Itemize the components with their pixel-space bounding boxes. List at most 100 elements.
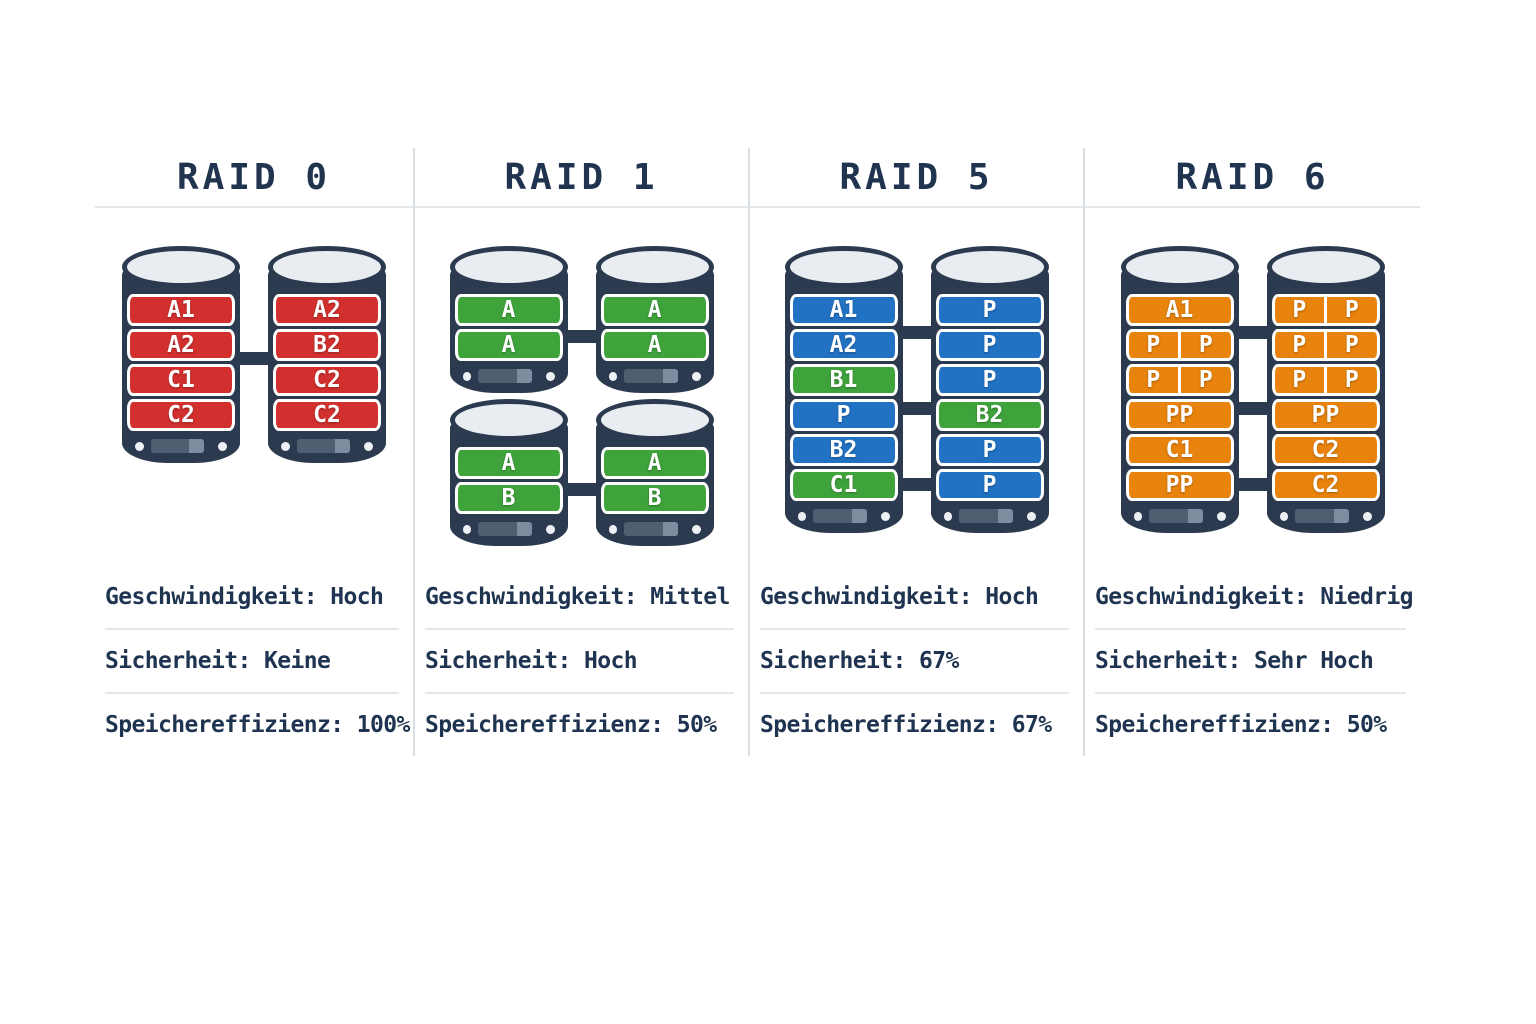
data-block: P bbox=[935, 294, 1044, 326]
base-screw-right bbox=[1026, 511, 1036, 521]
data-block: C1 bbox=[127, 364, 235, 396]
disk-base bbox=[603, 365, 707, 387]
disk-top-ellipse bbox=[784, 246, 903, 288]
data-block-label: PP bbox=[1165, 402, 1194, 428]
data-block-label: C2 bbox=[313, 402, 341, 428]
data-block-label: A bbox=[501, 297, 516, 323]
disk-base bbox=[1128, 505, 1232, 527]
data-block: A2 bbox=[127, 329, 235, 361]
base-slot bbox=[624, 522, 678, 536]
data-block-label: PP bbox=[1311, 402, 1340, 428]
base-slot bbox=[1149, 509, 1203, 523]
data-block-label: P bbox=[1324, 297, 1377, 323]
data-block-label: PP bbox=[1165, 472, 1194, 498]
stat-speed: Geschwindigkeit: Niedrig bbox=[1095, 566, 1414, 630]
data-block-label: A bbox=[501, 450, 516, 476]
data-block-label: B bbox=[501, 485, 516, 511]
data-block-label: P bbox=[982, 437, 997, 463]
data-block: C2 bbox=[273, 399, 381, 431]
base-screw-left bbox=[608, 371, 618, 381]
stats-raid1: Geschwindigkeit: Mittel Sicherheit: Hoch… bbox=[415, 566, 748, 756]
data-block-label: P bbox=[1146, 367, 1161, 393]
base-screw-left bbox=[1279, 511, 1289, 521]
data-block: PP bbox=[1125, 399, 1234, 431]
data-block: P bbox=[935, 364, 1044, 396]
base-screw-left bbox=[462, 371, 472, 381]
data-block-label: A bbox=[501, 332, 516, 358]
disk-top-ellipse bbox=[930, 246, 1049, 288]
data-block: A bbox=[600, 294, 709, 326]
data-block-label: A2 bbox=[829, 332, 858, 358]
base-slot bbox=[624, 369, 678, 383]
data-block-label: P bbox=[1178, 367, 1231, 393]
disk-base bbox=[275, 435, 379, 457]
data-block-label: P bbox=[836, 402, 851, 428]
data-block: B2 bbox=[789, 434, 898, 466]
base-screw-right bbox=[218, 441, 228, 451]
disk-top-ellipse bbox=[1266, 246, 1385, 288]
stats-raid6: Geschwindigkeit: Niedrig Sicherheit: Seh… bbox=[1085, 566, 1420, 756]
base-screw-right bbox=[545, 371, 555, 381]
data-block-label: P bbox=[1324, 332, 1377, 358]
disk-base bbox=[1274, 505, 1378, 527]
data-block: B2 bbox=[273, 329, 381, 361]
data-block: A1 bbox=[789, 294, 898, 326]
base-screw-left bbox=[797, 511, 807, 521]
disk-base bbox=[129, 435, 233, 457]
data-block-label: A1 bbox=[829, 297, 858, 323]
base-slot bbox=[296, 439, 351, 453]
data-block-label: C2 bbox=[167, 402, 195, 428]
data-block: P bbox=[935, 329, 1044, 361]
data-block-label: C1 bbox=[829, 472, 858, 498]
data-block: A1 bbox=[1125, 294, 1234, 326]
data-block-label: C1 bbox=[1165, 437, 1194, 463]
disk-top-ellipse bbox=[122, 246, 240, 288]
data-block: C2 bbox=[1271, 469, 1380, 501]
base-screw-left bbox=[1133, 511, 1143, 521]
data-block-label: B1 bbox=[829, 367, 858, 393]
disk-base bbox=[938, 505, 1042, 527]
disk-base bbox=[792, 505, 896, 527]
data-block-label: A2 bbox=[313, 297, 341, 323]
disk-top-ellipse bbox=[449, 399, 568, 441]
data-block-label: B2 bbox=[829, 437, 858, 463]
data-block: P bbox=[935, 469, 1044, 501]
base-slot bbox=[150, 439, 205, 453]
stat-security: Sicherheit: Sehr Hoch bbox=[1095, 630, 1406, 694]
base-screw-right bbox=[1216, 511, 1226, 521]
data-block-label: A bbox=[647, 450, 662, 476]
data-block-label: P bbox=[1178, 332, 1231, 358]
data-block: P bbox=[789, 399, 898, 431]
column-header-raid5: RAID 5 bbox=[750, 148, 1083, 208]
data-block: C1 bbox=[1125, 434, 1234, 466]
base-screw-right bbox=[691, 524, 701, 534]
disk-base bbox=[457, 365, 561, 387]
base-screw-right bbox=[545, 524, 555, 534]
stat-security: Sicherheit: Keine bbox=[105, 630, 399, 694]
data-block-label: P bbox=[1324, 367, 1377, 393]
data-block-label: A1 bbox=[1165, 297, 1194, 323]
disk-top-ellipse bbox=[1120, 246, 1239, 288]
data-block-label: P bbox=[982, 472, 997, 498]
data-block: A1 bbox=[127, 294, 235, 326]
data-block-label: P bbox=[1292, 332, 1307, 358]
data-block-label: C2 bbox=[313, 367, 341, 393]
